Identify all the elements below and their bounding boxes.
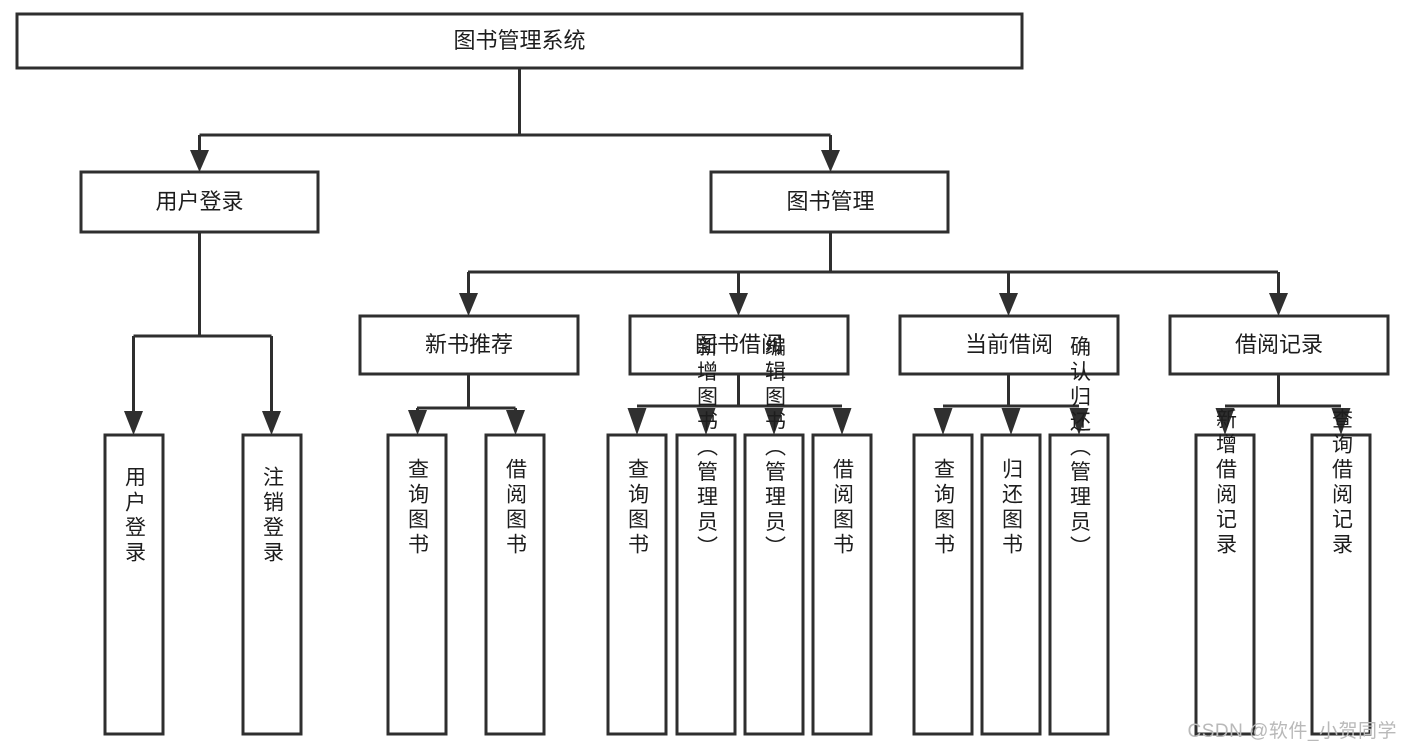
leaf-add-book-box[interactable]	[675, 433, 737, 736]
node-book-manage-label: 图书管理	[786, 189, 874, 214]
leaf-query-borrow-record-box[interactable]	[1310, 433, 1372, 736]
arrowhead-borrow-record	[1269, 293, 1288, 316]
arrowhead-bb-child-2	[696, 408, 716, 435]
leaf-node[interactable]: 注销登录	[241, 433, 303, 736]
node-borrow-record-label: 借阅记录	[1235, 332, 1323, 357]
node-root-box[interactable]	[15, 12, 1024, 70]
node-new-book-recommend-box[interactable]	[358, 314, 580, 376]
arrowhead-br-child-2	[1331, 408, 1351, 435]
leaf-borrow-book-nb-label: 借阅图书	[504, 458, 528, 558]
node-root-label: 图书管理系统	[453, 28, 585, 53]
leaf-node[interactable]: 借阅图书	[484, 433, 546, 736]
node-new-book-recommend-label: 新书推荐	[425, 332, 513, 357]
node-book-borrow-box[interactable]	[628, 314, 850, 376]
leaf-node[interactable]: 归还图书	[980, 433, 1042, 736]
leaf-borrow-book-bb-box[interactable]	[811, 433, 873, 736]
node-book-borrow-label: 图书借阅	[695, 332, 783, 357]
leaf-node[interactable]: 新增图书（管理员）	[675, 336, 737, 736]
node-root[interactable]: 图书管理系统	[15, 12, 1024, 70]
node-user-login-box[interactable]	[79, 170, 320, 234]
leaf-add-borrow-record-box[interactable]	[1194, 433, 1256, 736]
csdn-watermark: CSDN @软件_小贺同学	[1187, 721, 1397, 742]
leaf-borrow-book-bb-label: 借阅图书	[831, 458, 855, 558]
leaf-node[interactable]: 编辑图书（管理员）	[743, 336, 805, 736]
leaf-logout-label: 注销登录	[261, 466, 285, 566]
leaf-query-book-cb-label: 查询图书	[932, 458, 956, 558]
arrowhead-br-child-1	[1215, 408, 1235, 435]
node-book-manage-box[interactable]	[709, 170, 950, 234]
leaf-return-book-label: 归还图书	[1000, 458, 1024, 558]
node-book-borrow[interactable]: 图书借阅	[628, 314, 850, 376]
leaf-query-book-nb-box[interactable]	[386, 433, 448, 736]
node-user-login-label: 用户登录	[155, 189, 243, 214]
leaf-edit-book-label: 编辑图书（管理员）	[763, 336, 787, 561]
leaf-add-book-label: 新增图书（管理员）	[695, 336, 719, 561]
arrowhead-book-borrow	[729, 293, 748, 316]
arrowhead-leaf-user-login	[124, 411, 143, 435]
leaf-query-book-nb-label: 查询图书	[406, 458, 430, 558]
arrowhead-bb-child-4	[832, 408, 852, 435]
arrowhead-nb-child-1	[408, 410, 427, 435]
arrowhead-nb-child-2	[506, 410, 525, 435]
leaf-node[interactable]: 查询图书	[606, 433, 668, 736]
leaf-user-login-label: 用户登录	[123, 466, 147, 566]
leaf-query-borrow-record-label: 查询借阅记录	[1330, 408, 1354, 558]
leaf-add-borrow-record-label: 新增借阅记录	[1214, 408, 1238, 558]
arrowhead-cb-child-1	[933, 408, 953, 435]
leaf-query-book-cb-box[interactable]	[912, 433, 974, 736]
node-borrow-record[interactable]: 借阅记录	[1168, 314, 1390, 376]
leaf-node[interactable]: 确认归还（管理员）	[1048, 336, 1110, 736]
leaf-user-login-box[interactable]	[103, 433, 165, 736]
node-current-borrow[interactable]: 当前借阅	[898, 314, 1120, 376]
leaf-query-book-bb-label: 查询图书	[626, 458, 650, 558]
arrowhead-cb-child-2	[1001, 408, 1021, 435]
leaf-node[interactable]: 查询图书	[912, 433, 974, 736]
node-book-manage[interactable]: 图书管理	[709, 170, 950, 234]
leaf-node[interactable]: 用户登录	[103, 433, 165, 736]
leaf-confirm-return-label: 确认归还（管理员）	[1068, 336, 1092, 561]
arrowhead-cb-child-3	[1069, 408, 1089, 435]
leaf-logout-box[interactable]	[241, 433, 303, 736]
node-current-borrow-label: 当前借阅	[965, 332, 1053, 357]
node-borrow-record-box[interactable]	[1168, 314, 1390, 376]
arrowhead-leaf-logout	[262, 411, 281, 435]
arrowhead-user-login	[190, 150, 209, 172]
leaf-borrow-book-nb-box[interactable]	[484, 433, 546, 736]
leaf-node[interactable]: 查询借阅记录	[1310, 408, 1372, 736]
arrowhead-current-borrow	[999, 293, 1018, 316]
arrowhead-new-book	[459, 293, 478, 316]
leaf-edit-book-box[interactable]	[743, 433, 805, 736]
leaf-return-book-box[interactable]	[980, 433, 1042, 736]
connectors-group	[124, 68, 1351, 435]
leaf-node[interactable]: 查询图书	[386, 433, 448, 736]
leaf-node[interactable]: 借阅图书	[811, 433, 873, 736]
node-new-book-recommend[interactable]: 新书推荐	[358, 314, 580, 376]
leaf-query-book-bb-box[interactable]	[606, 433, 668, 736]
node-current-borrow-box[interactable]	[898, 314, 1120, 376]
leaf-confirm-return-box[interactable]	[1048, 433, 1110, 736]
arrowhead-book-manage	[821, 150, 840, 172]
leaf-node[interactable]: 新增借阅记录	[1194, 408, 1256, 736]
arrowhead-bb-child-3	[764, 408, 784, 435]
node-user-login[interactable]: 用户登录	[79, 170, 320, 234]
arrowhead-bb-child-1	[627, 408, 647, 435]
